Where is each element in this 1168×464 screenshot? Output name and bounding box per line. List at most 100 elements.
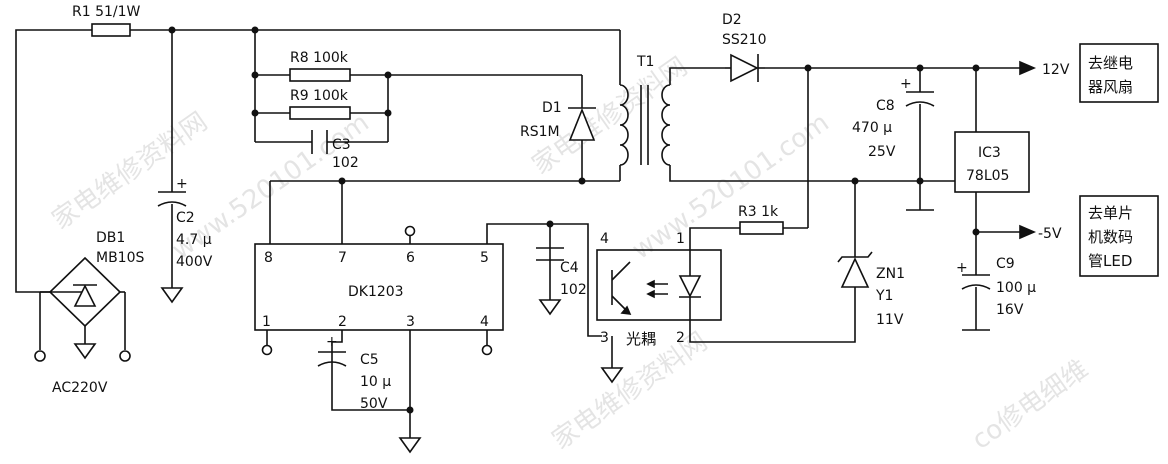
polarity-c2: + xyxy=(176,176,188,192)
wire xyxy=(669,67,725,85)
polarity-c9: + xyxy=(956,260,968,276)
box-relay-fan-line2: 器风扇 xyxy=(1088,78,1133,96)
label-t1: T1 xyxy=(636,54,654,70)
pin-7: 7 xyxy=(338,250,347,266)
wire xyxy=(15,29,92,293)
resistor-r9 xyxy=(289,106,351,120)
junction-dot xyxy=(168,26,176,34)
label-c5-voltage: 50V xyxy=(360,396,388,412)
ground-icon xyxy=(398,437,422,454)
label-c9-voltage: 16V xyxy=(996,302,1024,318)
label-c4: C4 xyxy=(560,260,579,276)
pin-3: 3 xyxy=(406,314,415,330)
box-relay-fan xyxy=(1079,43,1159,103)
junction-dot xyxy=(384,109,392,117)
label-r1: R1 51/1W xyxy=(72,4,141,20)
bridge-db1 xyxy=(34,256,131,362)
junction-dot xyxy=(384,71,392,79)
pin-2: 2 xyxy=(338,314,347,330)
label-c9-value: 100 μ xyxy=(996,280,1036,296)
box-mcu-led-line3: 管LED xyxy=(1088,252,1132,270)
label-r9: R9 100k xyxy=(290,88,349,104)
watermark: co修电细维 xyxy=(967,354,1094,456)
ground-icon xyxy=(600,367,624,384)
wire xyxy=(689,287,856,343)
pin-6: 6 xyxy=(406,250,415,266)
zener-zn1 xyxy=(837,251,873,288)
capacitor-c3 xyxy=(311,130,328,154)
label-db1-type: MB10S xyxy=(96,250,144,266)
opto-led xyxy=(646,262,702,318)
wire xyxy=(669,165,955,182)
arrow-5v xyxy=(1019,224,1037,240)
label-ic3: IC3 xyxy=(978,145,1001,161)
pin-1: 1 xyxy=(262,314,271,330)
label-d2: D2 xyxy=(722,12,742,28)
junction-dot xyxy=(916,64,924,72)
resistor-r1 xyxy=(91,23,131,37)
label-c3-value: 102 xyxy=(332,155,359,171)
label-optocoupler: 光耦 xyxy=(626,330,656,348)
label-c5-value: 10 μ xyxy=(360,374,391,390)
label-ic3-type: 78L05 xyxy=(966,168,1009,184)
label-c9: C9 xyxy=(996,256,1015,272)
label-c2: C2 xyxy=(176,210,195,226)
label-ac220v: AC220V xyxy=(52,380,108,396)
watermark: www.520101.com xyxy=(627,108,835,266)
junction-dot xyxy=(251,26,259,34)
junctions xyxy=(168,26,980,414)
regulator-ic3 xyxy=(954,131,1030,193)
ic-dk1203 xyxy=(254,243,504,331)
polarity-c8: + xyxy=(900,76,912,92)
diode-d2 xyxy=(725,53,765,83)
label-zn1-type: Y1 xyxy=(875,288,893,304)
opto-transistor xyxy=(611,261,632,315)
wire xyxy=(486,223,602,337)
pin6-terminal xyxy=(404,225,416,237)
junction-dot xyxy=(251,109,259,117)
ground-icon xyxy=(538,299,562,316)
junction-dot xyxy=(972,64,980,72)
label-c8-voltage: 25V xyxy=(868,144,896,160)
label-c3: C3 xyxy=(332,137,351,153)
opto-pin-1: 1 xyxy=(676,231,685,247)
junction-dot xyxy=(251,71,259,79)
junction-dot xyxy=(916,177,924,185)
label-r8: R8 100k xyxy=(290,50,349,66)
pin-5: 5 xyxy=(480,250,489,266)
label-c8-value: 470 μ xyxy=(852,120,892,136)
label-r3: R3 1k xyxy=(738,204,779,220)
junction-dot xyxy=(851,177,859,185)
junction-dot xyxy=(338,177,346,185)
resistor-r3 xyxy=(739,221,784,235)
capacitor-c2 xyxy=(157,191,187,207)
label-d1-type: RS1M xyxy=(520,124,560,140)
label-5v: -5V xyxy=(1038,226,1062,242)
label-d2-type: SS210 xyxy=(722,32,767,48)
label-dk1203: DK1203 xyxy=(348,284,404,300)
pin-4: 4 xyxy=(480,314,489,330)
box-mcu-led xyxy=(1079,195,1159,277)
opto-pin-4: 4 xyxy=(600,231,609,247)
label-c2-voltage: 400V xyxy=(176,254,213,270)
label-c4-value: 102 xyxy=(560,282,587,298)
capacitor-c8 xyxy=(905,91,935,107)
wires xyxy=(15,29,1030,438)
label-zn1-voltage: 11V xyxy=(876,312,904,328)
label-d1: D1 xyxy=(542,100,562,116)
diode-d1 xyxy=(568,107,596,141)
transformer-t1 xyxy=(619,84,671,166)
box-relay-fan-line1: 去继电 xyxy=(1088,54,1133,72)
watermark: 家电维修资料网 xyxy=(527,52,693,181)
wire xyxy=(331,330,410,411)
label-c8: C8 xyxy=(876,98,895,114)
junction-dot xyxy=(406,406,414,414)
polarity-c5: + xyxy=(326,334,338,350)
pin-8: 8 xyxy=(264,250,273,266)
resistor-r8 xyxy=(289,68,351,82)
pin1-terminal xyxy=(261,344,273,356)
opto-pin-3: 3 xyxy=(600,330,609,346)
label-db1: DB1 xyxy=(96,230,125,246)
